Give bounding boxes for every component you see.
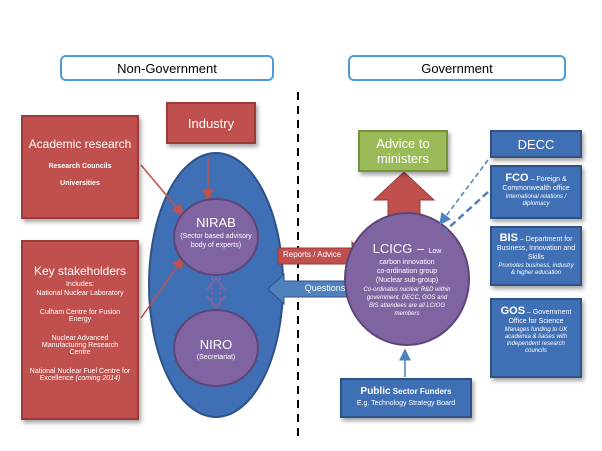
- lcicg-title-suffix: Low: [428, 248, 442, 255]
- stakeholder-item: Culham Centre for Fusion Energy: [39, 309, 121, 323]
- bis-abbr: BIS: [499, 232, 518, 244]
- niro-oval: [173, 309, 259, 387]
- funders-heading: Public Sector Funders: [342, 386, 470, 397]
- academic-item: Research Councils: [48, 163, 112, 170]
- industry-box: Industry: [166, 102, 256, 144]
- lcicg-title: LCICG: [372, 241, 413, 256]
- fco-note: International relations / diplomacy: [505, 194, 567, 207]
- nirab-subtitle: (Sector based advisory body of experts): [180, 233, 252, 249]
- niro-subtitle: (Secretariat): [196, 354, 236, 361]
- fco-heading: FCO – Foreign & Commonwealth office: [496, 172, 576, 193]
- lcicg-dash: –: [416, 241, 425, 256]
- lcicg-note: Co-ordinates nuclear R&D within governme…: [363, 287, 451, 317]
- stakeholders-title: Key stakeholders: [33, 264, 127, 278]
- stakeholder-item-last: National Nuclear Fuel Centre for Excelle…: [23, 368, 137, 382]
- gos-box: GOS – Government Office for Science Mana…: [490, 298, 582, 378]
- stakeholder-item: National Nuclear Laboratory: [36, 290, 124, 297]
- key-stakeholders-box: Key stakeholders Includes: National Nucl…: [21, 240, 139, 420]
- academic-to-nirab-connector: [140, 164, 184, 217]
- nirab-text: NIRAB (Sector based advisory body of exp…: [178, 215, 254, 250]
- gos-note: Manages funding to UK academia & liaises…: [504, 327, 568, 354]
- lcicg-heading: LCICG – Low: [352, 241, 462, 256]
- nirab-niro-arrowhead-up: [206, 276, 226, 291]
- non-government-header: Non-Government: [60, 55, 274, 81]
- industry-label: Industry: [187, 115, 235, 131]
- fco-to-lcicg-connector: [443, 191, 489, 233]
- stakeholders-to-nirab-connector: [140, 256, 184, 319]
- funders-title-bold: Public: [360, 386, 391, 397]
- stakeholder-last-note: (coming 2014): [75, 375, 121, 382]
- lcicg-line4: (Nuclear sub-group): [375, 277, 439, 284]
- bis-box: BIS – Department for Business, Innovatio…: [490, 226, 582, 286]
- stakeholder-item: Nuclear Advanced Manufacturing Research …: [41, 335, 119, 356]
- lcicg-oval: [344, 212, 470, 346]
- bis-name: – Department for Business, Innovation an…: [496, 236, 576, 261]
- gos-name: – Government Office for Science: [508, 309, 572, 325]
- niro-title: NIRO: [199, 337, 233, 352]
- niro-text: NIRO (Secretariat): [178, 337, 254, 361]
- decc-box: DECC: [490, 130, 582, 158]
- advice-box: Advice to ministers: [358, 130, 448, 172]
- non-government-label: Non-Government: [117, 60, 217, 76]
- lcicg-line3: co-ordination group: [376, 268, 438, 275]
- stakeholder-last-name: National Nuclear Fuel Centre for Excelle…: [29, 368, 131, 382]
- government-label: Government: [421, 60, 493, 76]
- bis-heading: BIS – Department for Business, Innovatio…: [496, 232, 576, 262]
- academic-research-box: Academic research Research Councils Univ…: [21, 115, 139, 219]
- academic-item: Universities: [60, 180, 100, 187]
- government-header: Government: [348, 55, 566, 81]
- nirab-title: NIRAB: [196, 215, 236, 230]
- funders-title-rest: Sector Funders: [392, 387, 452, 396]
- questions-label: Questions: [304, 283, 346, 293]
- decc-label: DECC: [517, 136, 555, 152]
- lcicg-line2: carbon innovation: [379, 259, 435, 266]
- fco-abbr: FCO: [505, 172, 529, 184]
- bis-note: Promotes business, industry & higher edu…: [498, 263, 574, 276]
- public-sector-funders-box: Public Sector Funders E.g. Technology St…: [340, 378, 472, 418]
- fco-box: FCO – Foreign & Commonwealth office Inte…: [490, 165, 582, 219]
- stakeholders-includes: Includes:: [65, 281, 95, 288]
- nirab-oval: [173, 198, 259, 276]
- funders-subtitle: E.g. Technology Strategy Board: [356, 400, 456, 407]
- decc-to-lcicg-connector: [439, 159, 489, 226]
- reports-advice-label: Reports / Advice: [283, 250, 342, 259]
- advice-label: Advice to ministers: [376, 136, 430, 166]
- gos-abbr: GOS: [500, 305, 526, 317]
- fco-name: – Foreign & Commonwealth office: [502, 176, 570, 192]
- gos-heading: GOS – Government Office for Science: [496, 305, 576, 326]
- lcicg-text: LCICG – Low carbon innovation co-ordinat…: [352, 241, 462, 318]
- academic-title: Academic research: [28, 137, 132, 151]
- nirab-niro-arrowhead-down: [206, 295, 226, 310]
